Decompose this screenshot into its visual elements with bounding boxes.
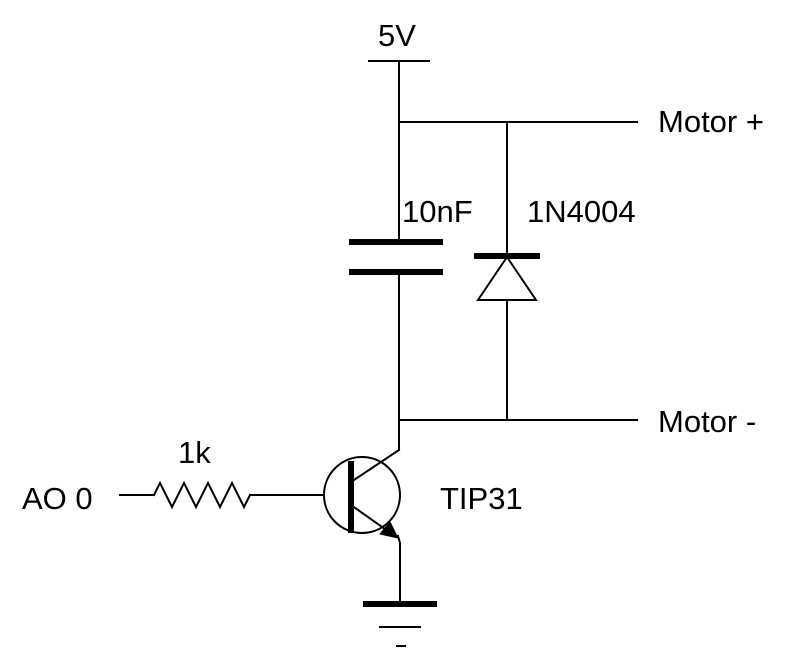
diode-label: 1N4004 [527, 194, 636, 229]
resistor-label: 1k [178, 435, 211, 470]
capacitor [349, 121, 443, 421]
capacitor-label: 10nF [402, 194, 473, 229]
resistor [119, 480, 325, 510]
transistor [323, 419, 402, 572]
motor-plus-label: Motor + [658, 104, 764, 139]
supply-label: 5V [378, 18, 416, 53]
input-label: AO 0 [22, 481, 93, 516]
motor-minus-label: Motor - [658, 404, 756, 439]
diode [474, 121, 540, 421]
supply-terminal [368, 60, 430, 123]
ground-symbol [363, 570, 437, 647]
transistor-label: TIP31 [440, 481, 523, 516]
